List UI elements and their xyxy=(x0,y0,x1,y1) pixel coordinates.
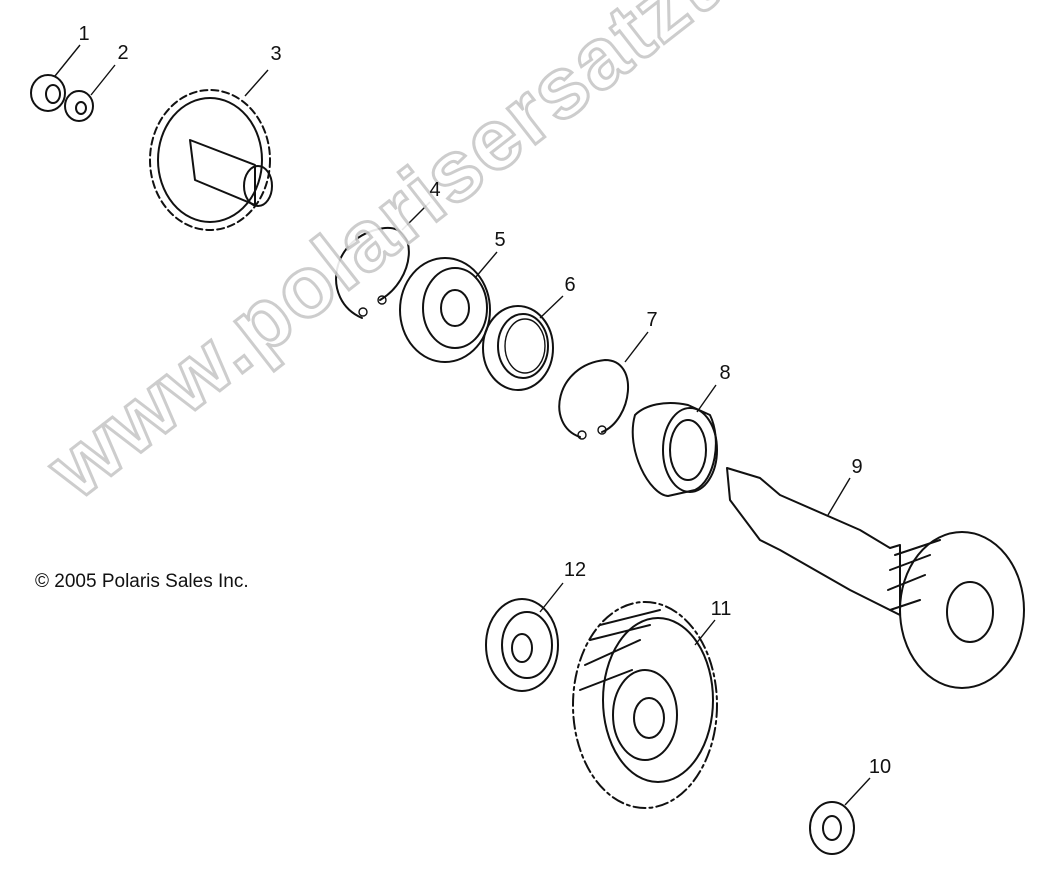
part-12-ball-bearing-icon xyxy=(485,582,564,692)
callout-2: 2 xyxy=(117,42,129,64)
part-1-nut-icon xyxy=(30,44,81,112)
part-11-gear-icon xyxy=(572,601,718,809)
callout-11: 11 xyxy=(710,598,732,620)
part-3-sprocket-icon xyxy=(149,69,273,231)
callout-9: 9 xyxy=(851,456,863,478)
part-8-needle-bearing-icon xyxy=(631,384,718,497)
callout-4: 4 xyxy=(429,179,441,201)
copyright-notice: © 2005 Polaris Sales Inc. xyxy=(35,571,249,592)
callout-3: 3 xyxy=(270,43,282,65)
callout-7: 7 xyxy=(646,309,658,331)
part-6-seal-icon xyxy=(482,295,564,391)
callout-1: 1 xyxy=(78,23,90,45)
callout-5: 5 xyxy=(494,229,506,251)
part-4-snap-ring-icon xyxy=(335,201,431,319)
callout-12: 12 xyxy=(563,559,587,581)
part-2-washer-icon xyxy=(64,64,116,122)
part-10-washer-icon xyxy=(809,777,871,855)
callout-8: 8 xyxy=(719,362,731,384)
callout-6: 6 xyxy=(564,274,576,296)
callout-10: 10 xyxy=(868,756,892,778)
part-9-shaft-gear-icon xyxy=(726,467,1025,689)
part-5-ball-bearing-icon xyxy=(399,251,498,363)
part-7-snap-ring-icon xyxy=(558,331,649,440)
